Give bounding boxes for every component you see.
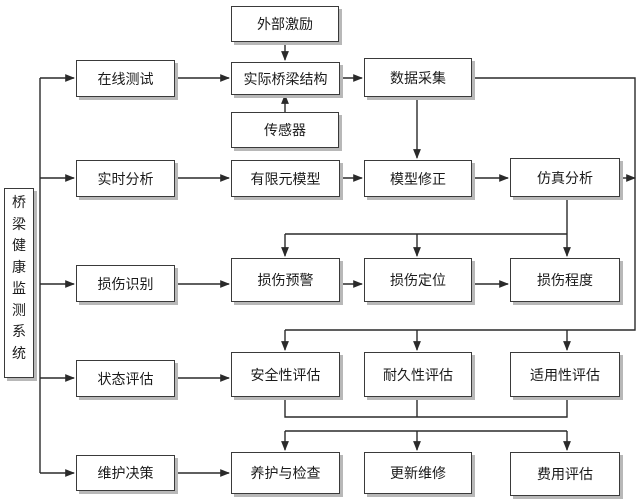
realtime-analysis-box: 实时分析 — [76, 160, 175, 197]
system-char: 系 — [12, 324, 26, 340]
system-char: 康 — [12, 259, 26, 276]
system-char: 统 — [12, 345, 26, 362]
safety-assessment-box: 安全性评估 — [231, 352, 340, 397]
state-assessment-box: 状态评估 — [76, 360, 175, 397]
fem-model-box: 有限元模型 — [231, 160, 340, 197]
assessment-collect — [284, 397, 568, 418]
system-char: 桥 — [12, 195, 26, 211]
renewal-repair-box: 更新维修 — [364, 452, 472, 494]
system-char: 健 — [12, 238, 26, 254]
damage-location-box: 损伤定位 — [364, 258, 472, 302]
bridge-structure-box: 实际桥梁结构 — [231, 62, 340, 95]
simulation-analysis-box: 仿真分析 — [510, 158, 620, 197]
serviceability-assessment-box: 适用性评估 — [510, 352, 620, 397]
inspection-box: 养护与检查 — [231, 452, 340, 494]
system-char: 测 — [12, 302, 26, 319]
damage-identification-box: 损伤识别 — [76, 265, 175, 302]
data-acquisition-box: 数据采集 — [364, 58, 472, 97]
damage-degree-box: 损伤程度 — [510, 258, 620, 302]
external-excitation-box: 外部激励 — [231, 6, 339, 42]
model-update-box: 模型修正 — [364, 160, 472, 197]
online-test-box: 在线测试 — [76, 60, 175, 97]
system-box: 桥 梁 健 康 监 测 系 统 — [4, 188, 34, 378]
cost-assessment-box: 费用评估 — [510, 452, 620, 496]
sensor-box: 传感器 — [231, 112, 339, 148]
durability-assessment-box: 耐久性评估 — [364, 352, 472, 397]
data-right-line — [285, 77, 636, 331]
system-char: 梁 — [12, 216, 26, 233]
system-char: 监 — [12, 281, 26, 297]
damage-warning-box: 损伤预警 — [231, 258, 340, 302]
maintenance-decision-box: 维护决策 — [76, 455, 175, 491]
